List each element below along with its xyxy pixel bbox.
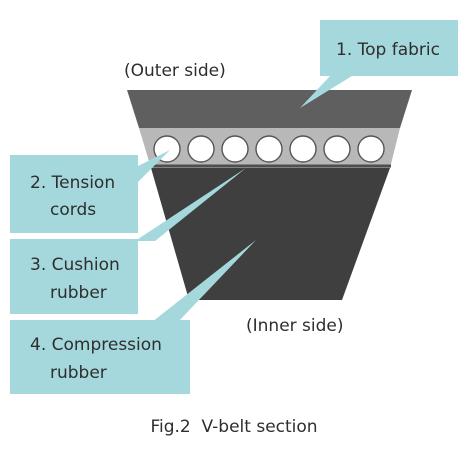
top-fabric-layer: [127, 90, 412, 128]
compression-rubber-label-line1: 4. Compression: [30, 335, 162, 355]
callout-box: [10, 239, 138, 314]
inner-side-label: (Inner side): [246, 316, 344, 336]
tension-cord: [255, 135, 283, 163]
callout-pointer: [300, 76, 352, 108]
callout-cushion-rubber: 3. Cushion rubber: [10, 168, 246, 314]
cushion-rubber-label-line2: rubber: [50, 283, 107, 303]
tension-cords-label-line2: cords: [50, 200, 96, 220]
callout-box: [320, 20, 458, 76]
compression-rubber-label-line2: rubber: [50, 363, 107, 383]
callout-tension-cords: 2. Tension cords: [10, 150, 170, 233]
belt-section: [127, 90, 412, 300]
callout-compression-rubber: 4. Compression rubber: [10, 240, 256, 394]
callout-top-fabric: 1. Top fabric: [300, 20, 458, 108]
cushion-rubber-label-line1: 3. Cushion: [30, 255, 120, 275]
callout-pointer: [152, 240, 256, 322]
callout-box: [10, 155, 138, 233]
top-fabric-label: 1. Top fabric: [336, 40, 440, 60]
compression-rubber-layer: [151, 168, 390, 300]
tension-cord: [323, 135, 351, 163]
tension-cord: [289, 135, 317, 163]
tension-cord: [187, 135, 215, 163]
outer-side-label: (Outer side): [124, 61, 226, 81]
tension-cords: [153, 135, 385, 163]
callout-pointer: [135, 168, 246, 241]
callout-box: [10, 320, 190, 394]
tension-cords-label-line1: 2. Tension: [30, 173, 115, 193]
tension-cord: [357, 135, 385, 163]
tension-cord: [221, 135, 249, 163]
figure-caption: Fig.2 V-belt section: [150, 417, 317, 437]
callout-pointer: [138, 150, 170, 182]
